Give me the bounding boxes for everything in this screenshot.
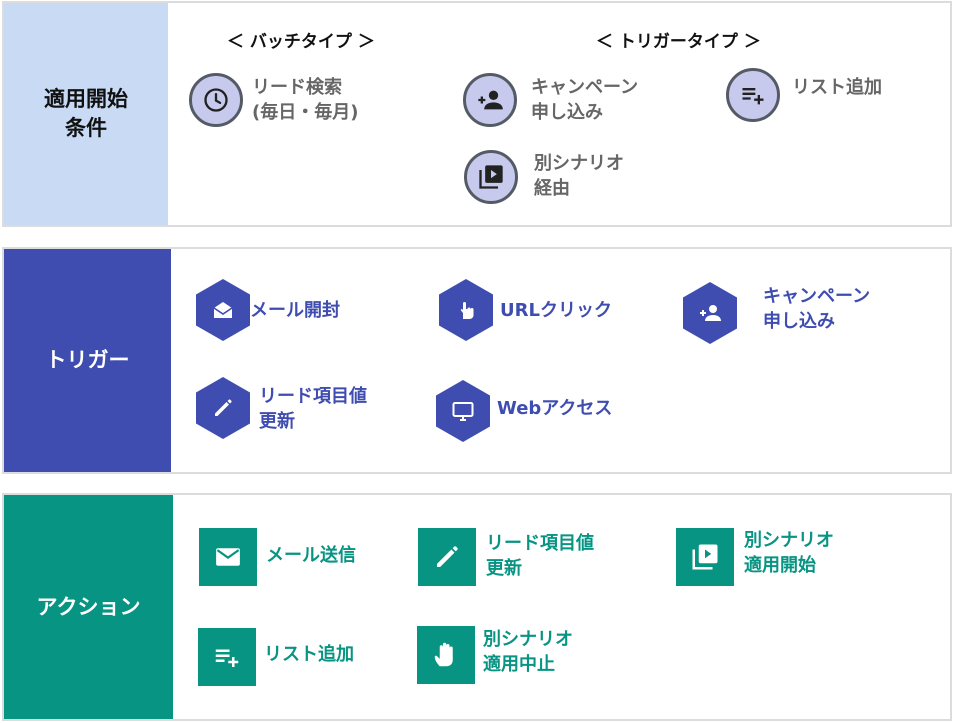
trigger-item-label: メール開封 bbox=[250, 300, 340, 321]
batch-type-header: ＜ バッチタイプ ＞ bbox=[227, 32, 375, 52]
action-item-label: 別シナリオ 適用中止 bbox=[483, 629, 573, 675]
start-item-label: 別シナリオ 経由 bbox=[534, 153, 624, 199]
action-item-label: リード項目値 更新 bbox=[486, 533, 594, 579]
clock-icon bbox=[189, 73, 243, 127]
playlist-add-icon bbox=[726, 68, 780, 122]
action-item-label: メール送信 bbox=[266, 545, 356, 566]
trigger-item-label: リード項目値 更新 bbox=[259, 386, 367, 432]
start-item-label: キャンペーン 申し込み bbox=[531, 77, 639, 123]
triggers-title: トリガー bbox=[4, 249, 171, 472]
mail-icon bbox=[199, 528, 257, 586]
person-add-icon bbox=[683, 282, 737, 344]
trigger-item-label: Webアクセス bbox=[497, 398, 613, 419]
pencil-icon bbox=[196, 377, 250, 439]
start-item-label: リスト追加 bbox=[792, 77, 882, 98]
trigger-item-label: キャンペーン 申し込み bbox=[763, 286, 871, 332]
start-conditions-title: 適用開始 条件 bbox=[4, 3, 168, 225]
open-mail-icon bbox=[196, 279, 250, 341]
action-item-label: 別シナリオ 適用開始 bbox=[744, 530, 834, 576]
video-library-icon bbox=[464, 150, 518, 204]
triggers-panel: トリガー メール開封 URLクリック キャンペーン 申し込み リード項目値 更新 bbox=[2, 247, 952, 474]
action-item-label: リスト追加 bbox=[264, 644, 354, 665]
pencil-icon bbox=[418, 528, 476, 586]
actions-title: アクション bbox=[4, 495, 173, 719]
person-add-icon bbox=[463, 73, 517, 127]
actions-panel: アクション メール送信 リード項目値 更新 別シナリオ 適用開始 リスト追加 bbox=[2, 493, 952, 721]
start-conditions-panel: 適用開始 条件 ＜ バッチタイプ ＞ ＜ トリガータイプ ＞ リード検索 (毎日… bbox=[2, 1, 952, 227]
start-item-label: リード検索 (毎日・毎月) bbox=[252, 77, 359, 123]
touch-icon bbox=[439, 279, 493, 341]
playlist-add-icon bbox=[198, 628, 256, 686]
trigger-item-label: URLクリック bbox=[500, 300, 612, 321]
hand-stop-icon bbox=[417, 626, 475, 684]
video-library-icon bbox=[676, 528, 734, 586]
monitor-icon bbox=[436, 380, 490, 442]
trigger-type-header: ＜ トリガータイプ ＞ bbox=[596, 32, 761, 52]
